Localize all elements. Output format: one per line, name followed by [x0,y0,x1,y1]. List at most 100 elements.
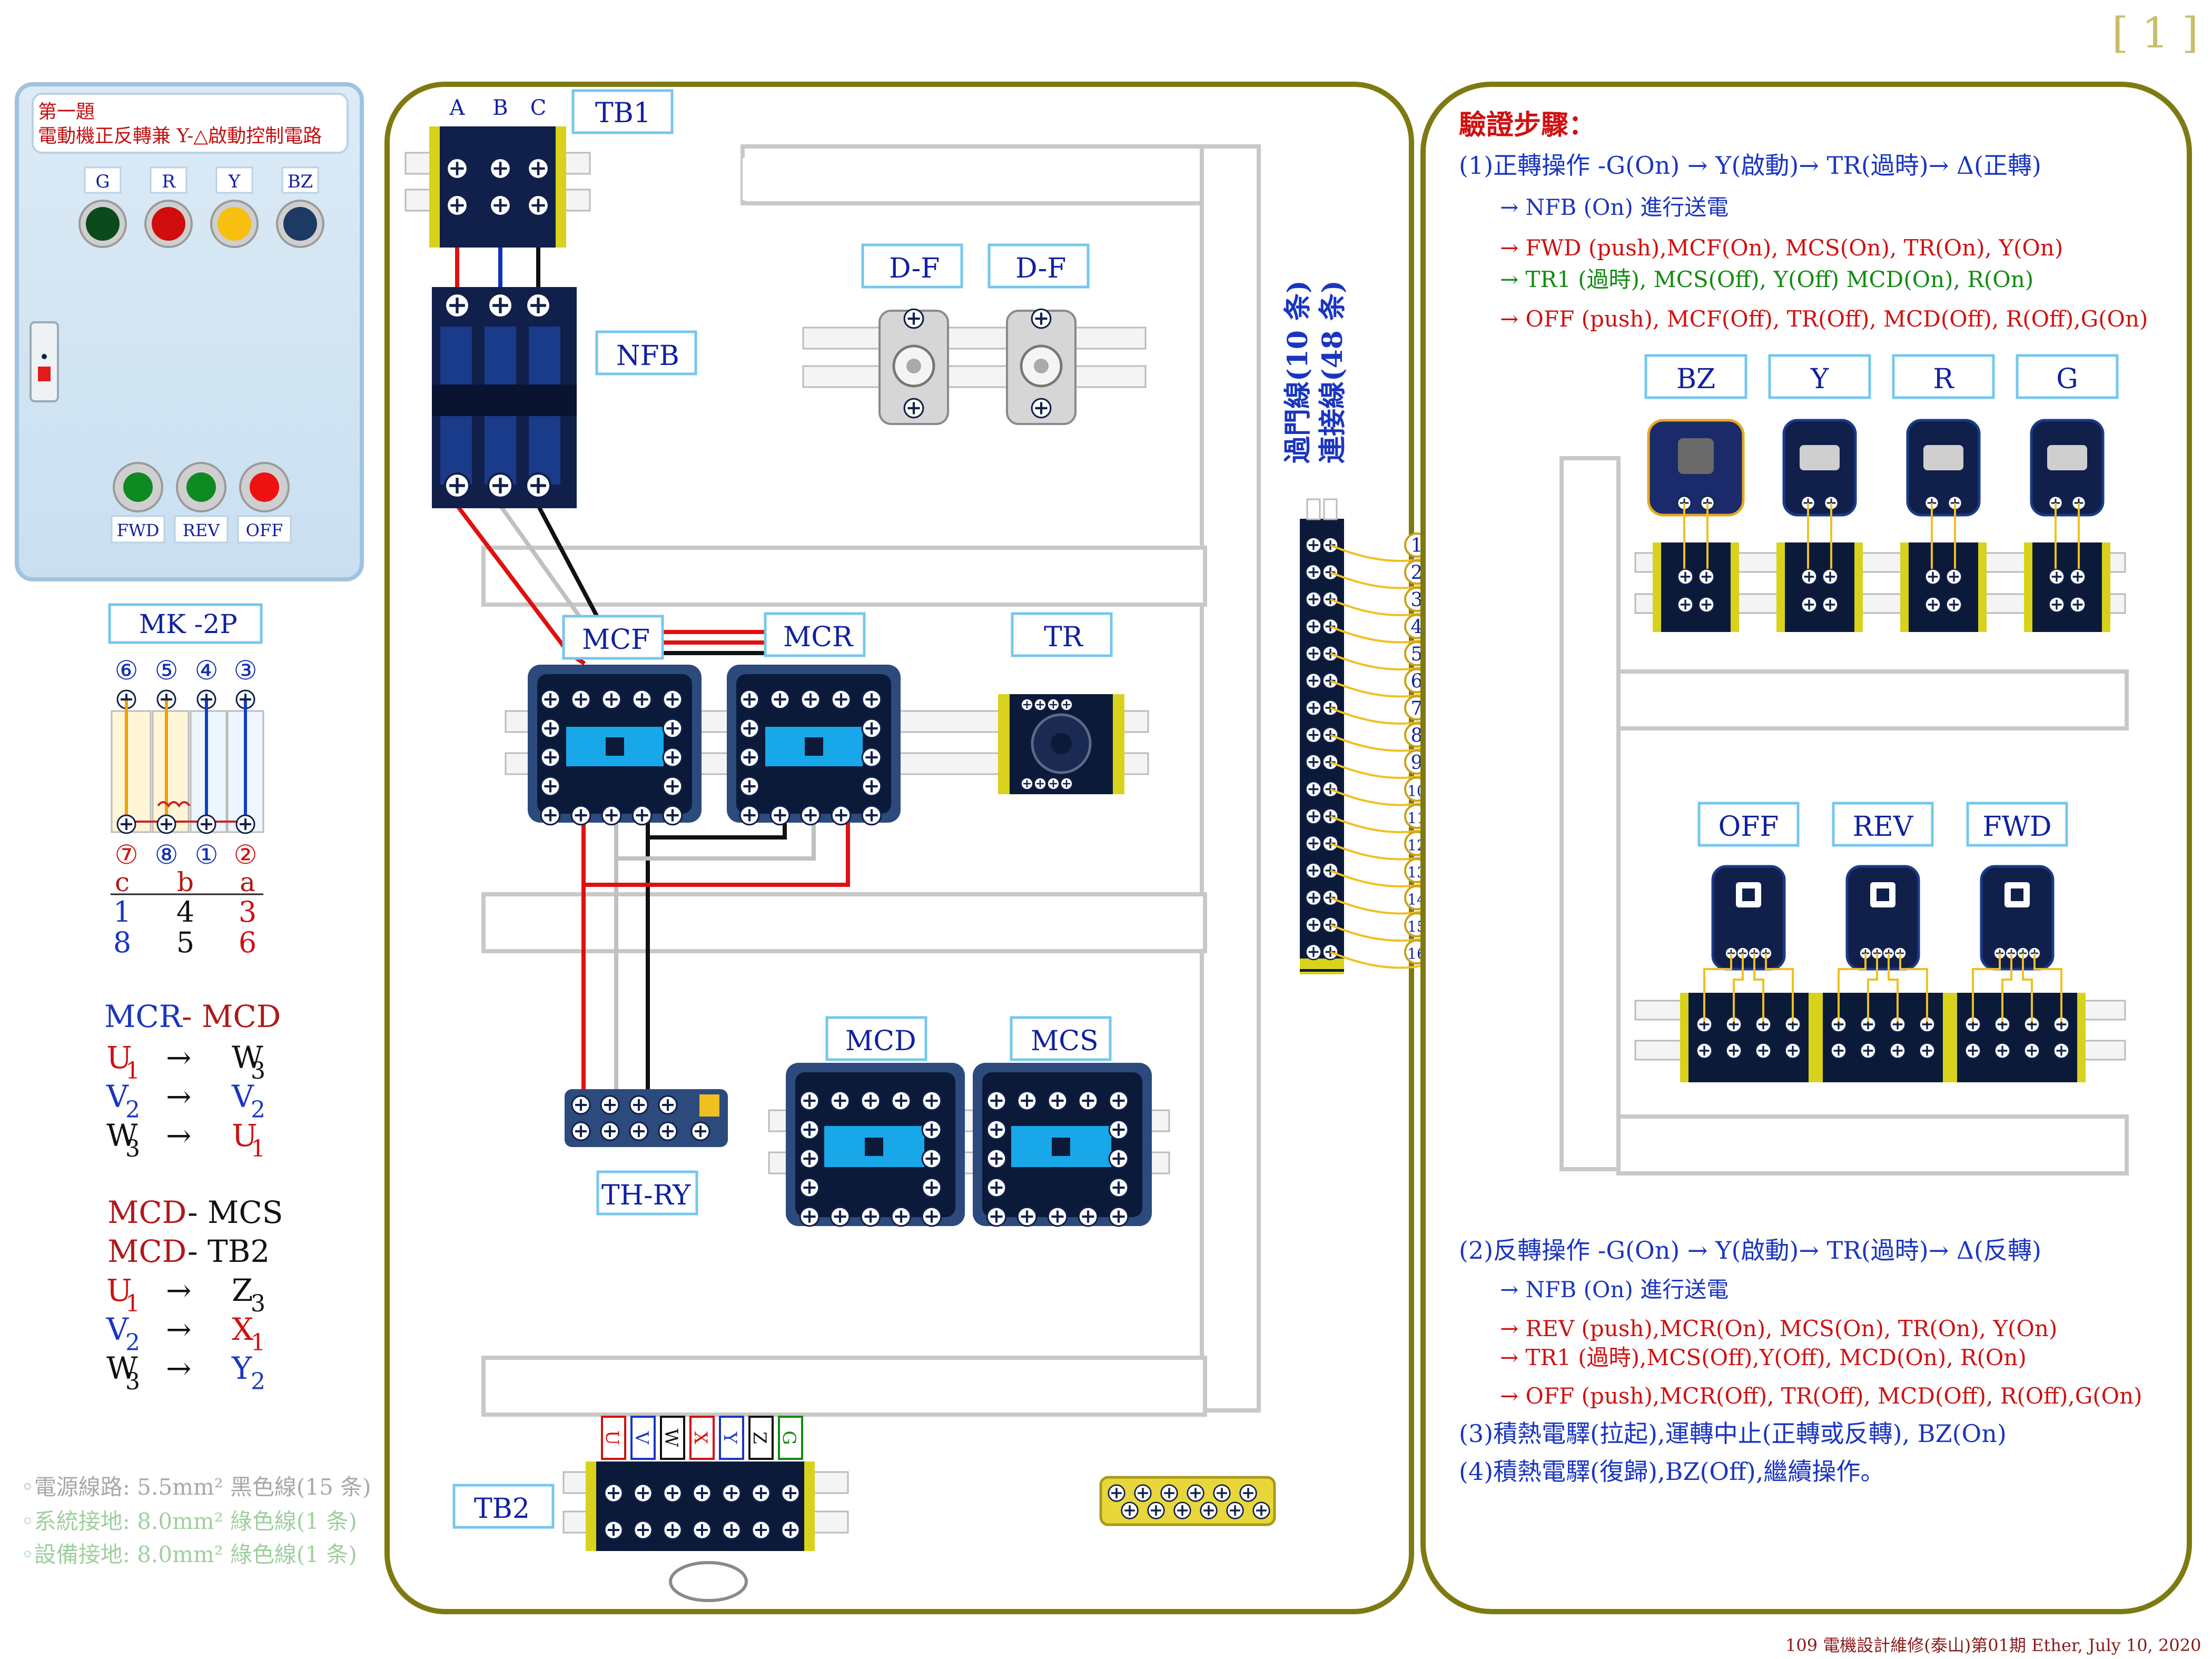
screw-icon [1046,777,1060,791]
df2-label: D-F [1015,253,1066,284]
lamp-icon [218,207,251,241]
step1-title: (1)正轉操作 -G(On) → Y(啟動)→ TR(過時)→ Δ(正轉) [1459,151,2041,180]
screw-icon [1964,1042,1982,1060]
screw-icon [1033,777,1047,791]
wiring-count-connect-lines: 連接線(48 条) [1317,280,1349,463]
screw-icon [692,1520,712,1540]
nfb-breaker: NFB [432,287,697,508]
step2-line4: → OFF (push),MCR(Off), TR(Off), MCD(Off)… [1500,1383,2142,1409]
screw-icon [1305,781,1322,798]
screw-icon [862,777,881,796]
button-label-box [1832,802,1934,847]
lamp-lens [2047,445,2087,470]
df-fuses: D-F D-F [802,243,1147,425]
arrow-icon: → [166,1040,192,1075]
terminal-number: 2 [1411,562,1423,584]
th-ry-relay: TH-RY [565,1089,728,1216]
screw-icon [541,690,560,709]
button-label: FWD [117,520,160,540]
screw-icon [1018,1091,1036,1110]
screw-icon [832,806,851,825]
tb2-label: TB2 [474,1493,530,1525]
screw-icon [771,806,789,825]
screw-icon [663,806,682,825]
mk2p-pin-number: 5 [176,926,194,959]
screw-icon [1305,726,1322,744]
screw-icon [831,1207,850,1226]
screw-icon [1784,1042,1802,1060]
mcd-label: MCD [845,1025,916,1057]
pushbutton-icon [250,472,279,502]
screw-icon [1725,1042,1743,1060]
terminal-number: 9 [1411,752,1423,774]
tb2-tag [778,1416,803,1460]
step4: (4)積熱電驛(復歸),BZ(Off),繼續操作。 [1459,1457,1884,1486]
screw-icon [1079,1207,1098,1226]
end-stop [1900,542,1909,632]
screw-icon [1305,699,1322,717]
screw-icon [663,690,682,709]
screw-icon [600,1095,620,1115]
button-terminal-block [1685,993,1812,1082]
screw-icon [1924,596,1942,614]
tb2-tag [601,1416,626,1460]
screw-icon [528,158,548,179]
screw-icon [1945,568,1963,586]
screw-icon [690,1121,710,1141]
pushbutton-mark [1742,888,1755,901]
screw-icon [892,1207,911,1226]
screw-icon [922,1207,941,1226]
phase-label: C [530,96,547,120]
screw-icon [235,814,255,834]
terminal-number: 4 [1411,617,1423,638]
screw-icon [740,719,759,738]
mapping-from-sub: 1 [125,1058,140,1084]
mapping2-title1-a: MCD [107,1194,186,1230]
df1-label: D-F [889,253,940,284]
screw-icon [2069,568,2087,586]
verification-steps: 驗證步驟： (1)正轉操作 -G(On) → Y(啟動)→ TR(過時)→ Δ(… [1459,109,2148,1486]
mk2p-pin-number: 4 [176,895,194,929]
arrow-icon: → [166,1350,192,1386]
screw-icon [663,748,682,767]
screw-icon [663,777,682,796]
lamp-label-box [1892,354,1995,399]
pushbutton-mark [1877,888,1889,901]
mcd-mcs-contactors: MCD MCS [768,1016,1170,1226]
screw-icon [922,1091,941,1110]
end-stop [2077,993,2086,1082]
button-wire [1703,953,1794,1022]
question-title: 第一題 [38,101,95,123]
screw-icon [987,1178,1006,1197]
lamp-tag [215,166,253,194]
screw-icon [1239,1484,1258,1503]
lamp-lens [1800,445,1840,470]
lamp-label: BZ [288,171,313,192]
end-stop [1653,542,1661,632]
screw-icon [633,1483,653,1503]
screw-icon [1109,1149,1128,1168]
screw-icon [447,158,467,179]
lamp-wire [1931,503,1956,569]
screw-icon [800,1120,819,1139]
arrow-icon: → [166,1118,192,1153]
tb2-tag-label: V [631,1431,652,1445]
door-lamp-label: R [1933,363,1954,395]
screw-icon [751,1520,771,1540]
screw-icon [1107,1484,1126,1503]
screw-icon [1032,309,1051,328]
screw-icon [861,1207,880,1226]
mapping1-title-a: MCR [104,999,183,1034]
mk2p-contact-type: a [240,867,255,897]
screw-icon [571,1095,591,1115]
screw-icon [633,1520,653,1540]
screw-icon [571,806,590,825]
screw-icon [1109,1178,1128,1197]
screw-icon [922,1149,941,1168]
lamp-icon [86,207,120,241]
screw-icon [1120,1501,1139,1520]
mapping-from: W [106,1350,138,1386]
screw-icon [1305,672,1322,689]
